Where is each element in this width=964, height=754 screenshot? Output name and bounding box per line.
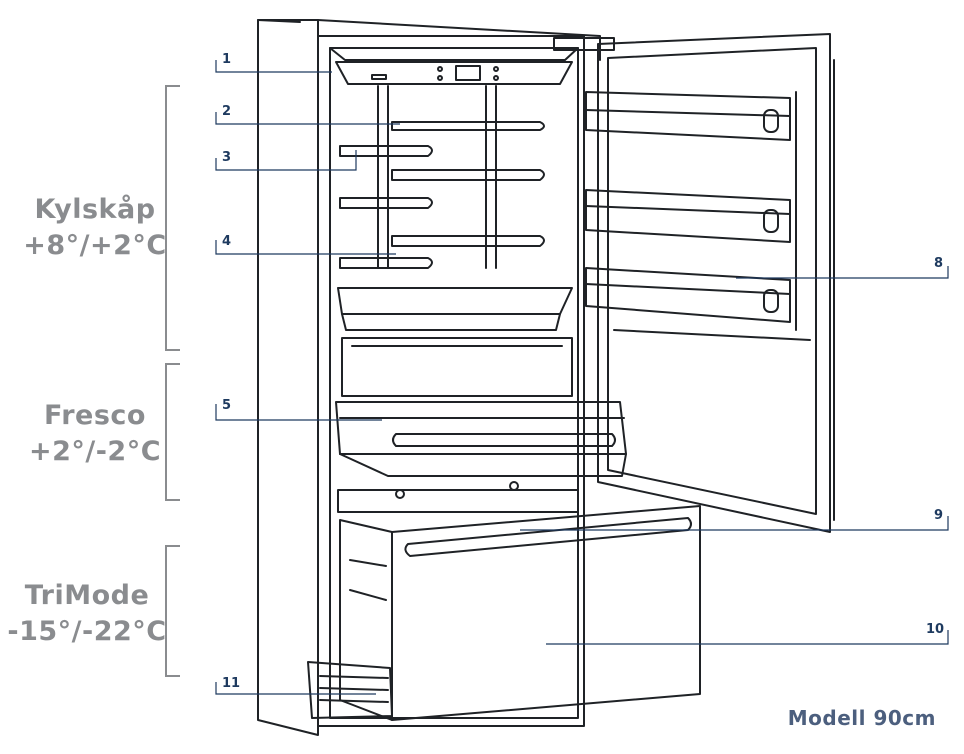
- callout-2: 2: [222, 104, 232, 119]
- callout-lines: [215, 60, 949, 695]
- zone-temp: -15°/-22°C: [7, 616, 167, 647]
- zone-label-fresco: Fresco +2°/-2°C: [20, 398, 170, 470]
- callout-4: 4: [222, 234, 232, 249]
- callout-10: 10: [926, 622, 945, 637]
- model-label: Modell 90cm: [787, 706, 936, 730]
- fridge-door: [553, 33, 835, 533]
- zone-brackets: [165, 85, 180, 677]
- zone-temp: +8°/+2°C: [23, 230, 167, 261]
- callout-3: 3: [222, 150, 232, 165]
- callout-8: 8: [934, 256, 944, 271]
- control-panel: [335, 61, 573, 85]
- callout-9: 9: [934, 508, 944, 523]
- callout-11: 11: [222, 676, 241, 691]
- cabinet-body: [257, 19, 601, 736]
- trimode-drawer: [337, 481, 701, 721]
- zone-name: TriMode: [24, 580, 150, 611]
- zone-name: Kylskåp: [34, 194, 156, 225]
- zone-label-kylskap: Kylskåp +8°/+2°C: [20, 192, 170, 264]
- fresco-drawer: [335, 337, 627, 477]
- callout-5: 5: [222, 398, 232, 413]
- shelf-rails: [377, 85, 497, 269]
- callout-1: 1: [222, 52, 232, 67]
- glass-shelves: [339, 121, 545, 269]
- kickplate: [307, 661, 393, 719]
- crisper-shelf: [337, 287, 573, 331]
- zone-label-trimode: TriMode -15°/-22°C: [2, 578, 172, 650]
- zone-temp: +2°/-2°C: [28, 436, 162, 467]
- zone-name: Fresco: [44, 400, 146, 431]
